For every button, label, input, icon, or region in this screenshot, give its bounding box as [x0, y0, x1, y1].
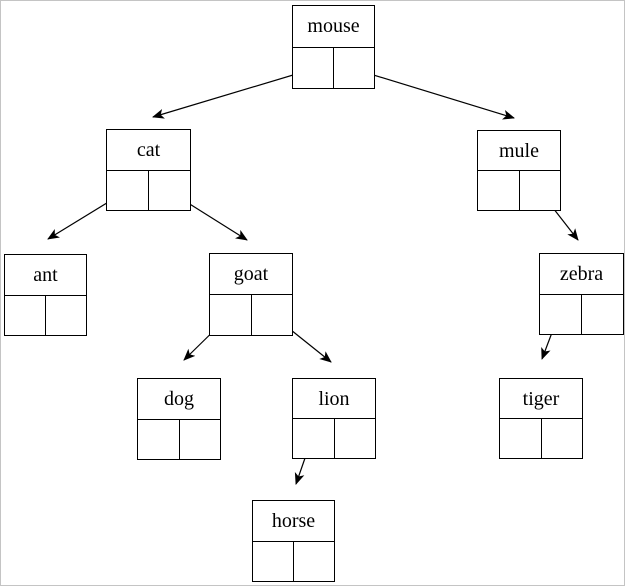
tiger-left-pointer-cell: [500, 419, 542, 458]
node-label-goat: goat: [210, 254, 292, 295]
tree-node-goat: goat: [209, 253, 293, 336]
tree-node-tiger: tiger: [499, 378, 583, 459]
node-label-dog: dog: [138, 379, 220, 420]
cat-left-pointer-cell: [107, 170, 149, 210]
goat-left-pointer-cell: [210, 295, 252, 335]
node-label-zebra: zebra: [540, 254, 623, 295]
lion-left-pointer-cell: [293, 419, 335, 458]
mouse-left-pointer-cell: [293, 47, 334, 88]
ant-right-pointer-cell: [46, 296, 86, 336]
mule-right-pointer-cell: [520, 171, 561, 210]
horse-left-pointer-cell: [253, 541, 294, 581]
node-pointer-row-horse: [253, 541, 334, 582]
node-label-lion: lion: [293, 379, 375, 419]
tree-node-mule: mule: [477, 130, 561, 211]
tree-node-cat: cat: [106, 129, 191, 211]
node-pointer-row-dog: [138, 419, 221, 460]
node-pointer-row-tiger: [500, 419, 582, 458]
mule-left-pointer-cell: [478, 171, 520, 210]
tree-node-dog: dog: [137, 378, 221, 460]
node-pointer-row-lion: [293, 419, 375, 458]
mouse-right-pointer-cell: [334, 48, 374, 89]
node-label-horse: horse: [253, 501, 334, 542]
node-pointer-row-mule: [478, 171, 560, 210]
tree-node-horse: horse: [252, 500, 335, 582]
horse-right-pointer-cell: [294, 542, 334, 582]
tree-node-ant: ant: [4, 254, 87, 336]
zebra-right-pointer-cell: [582, 295, 623, 335]
edge-mouse-left-to-cat: [152, 68, 314, 119]
node-pointer-row-mouse: [293, 47, 374, 89]
node-label-tiger: tiger: [500, 379, 582, 419]
cat-right-pointer-cell: [149, 171, 190, 211]
zebra-left-pointer-cell: [540, 294, 582, 334]
ant-left-pointer-cell: [5, 295, 46, 335]
edge-mouse-right-to-mule: [353, 68, 515, 120]
tree-node-zebra: zebra: [539, 253, 624, 335]
node-label-cat: cat: [107, 130, 190, 171]
dog-right-pointer-cell: [180, 420, 221, 460]
goat-right-pointer-cell: [252, 295, 293, 335]
node-label-mule: mule: [478, 131, 560, 171]
node-pointer-row-cat: [107, 170, 190, 211]
node-label-ant: ant: [5, 255, 86, 296]
node-pointer-row-goat: [210, 295, 292, 335]
tiger-right-pointer-cell: [542, 419, 583, 458]
lion-right-pointer-cell: [335, 419, 376, 458]
node-pointer-row-ant: [5, 295, 86, 336]
dog-left-pointer-cell: [138, 419, 180, 459]
node-label-mouse: mouse: [293, 6, 374, 48]
tree-node-lion: lion: [292, 378, 376, 459]
node-pointer-row-zebra: [540, 294, 623, 335]
tree-node-mouse: mouse: [292, 5, 375, 89]
